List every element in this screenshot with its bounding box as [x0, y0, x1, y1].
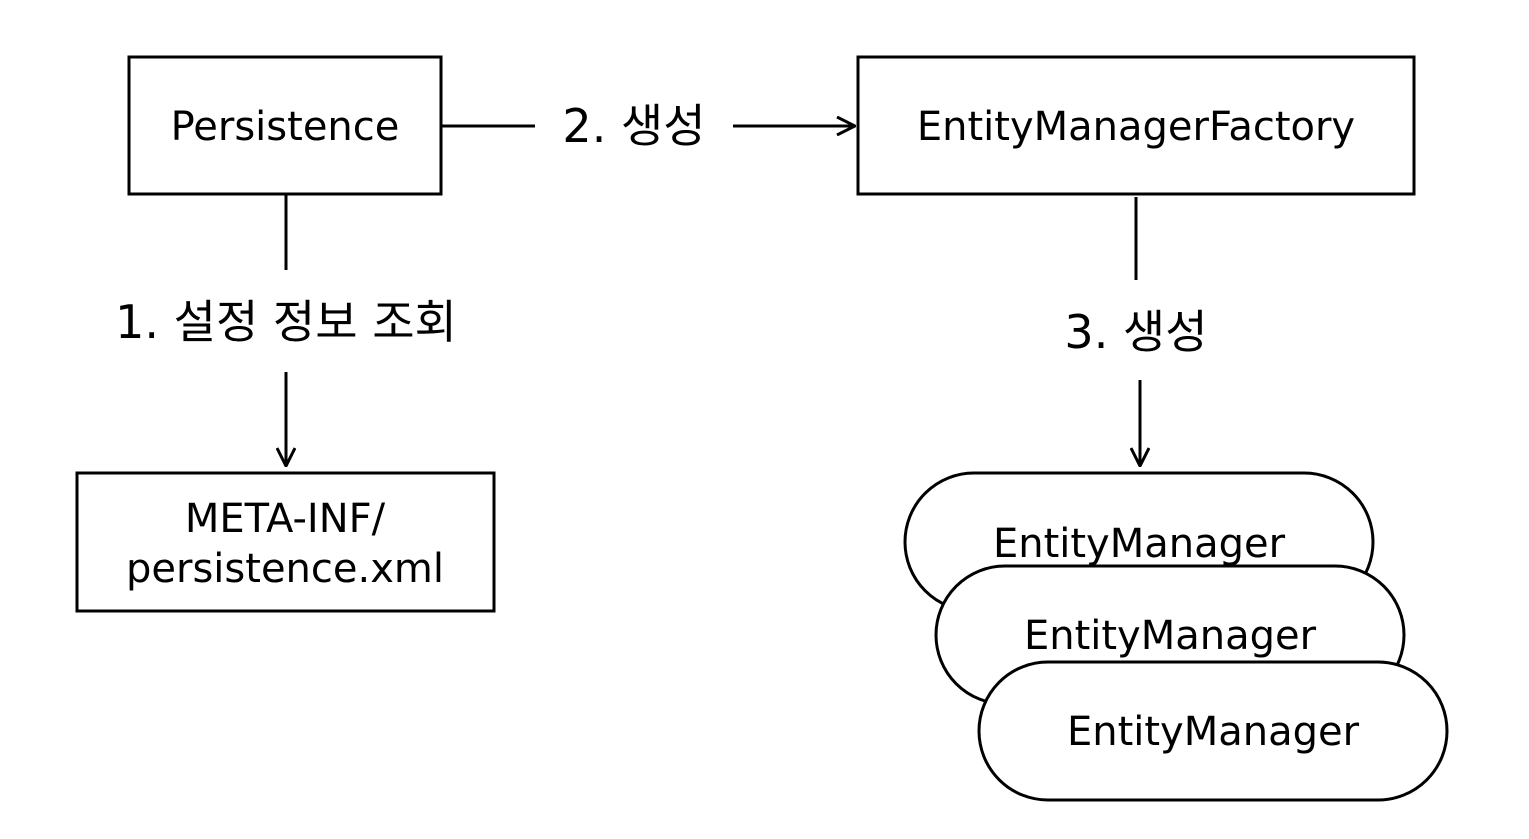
edge-label-step2: 2. 생성 — [562, 99, 705, 153]
entity-manager-label: EntityManager — [1024, 613, 1317, 659]
entity-manager-node: EntityManager — [977, 660, 1449, 802]
edge-create-em: 3. 생성 — [1064, 197, 1208, 466]
config-file-line1: META-INF/ — [185, 496, 386, 542]
entity-manager-factory-label: EntityManagerFactory — [917, 104, 1355, 150]
edge-label-step1: 1. 설정 정보 조회 — [115, 295, 457, 349]
entity-manager-label: EntityManager — [1067, 709, 1360, 755]
persistence-node: Persistence — [127, 55, 443, 196]
entity-manager-factory-node: EntityManagerFactory — [856, 55, 1416, 196]
edge-create-emf: 2. 생성 — [441, 99, 855, 153]
edge-read-config: 1. 설정 정보 조회 — [115, 194, 457, 466]
config-file-node: META-INF/ persistence.xml — [75, 471, 496, 613]
config-file-line2: persistence.xml — [126, 546, 444, 592]
entity-manager-label: EntityManager — [993, 521, 1286, 567]
edge-label-step3: 3. 생성 — [1064, 305, 1207, 359]
persistence-label: Persistence — [171, 104, 400, 150]
